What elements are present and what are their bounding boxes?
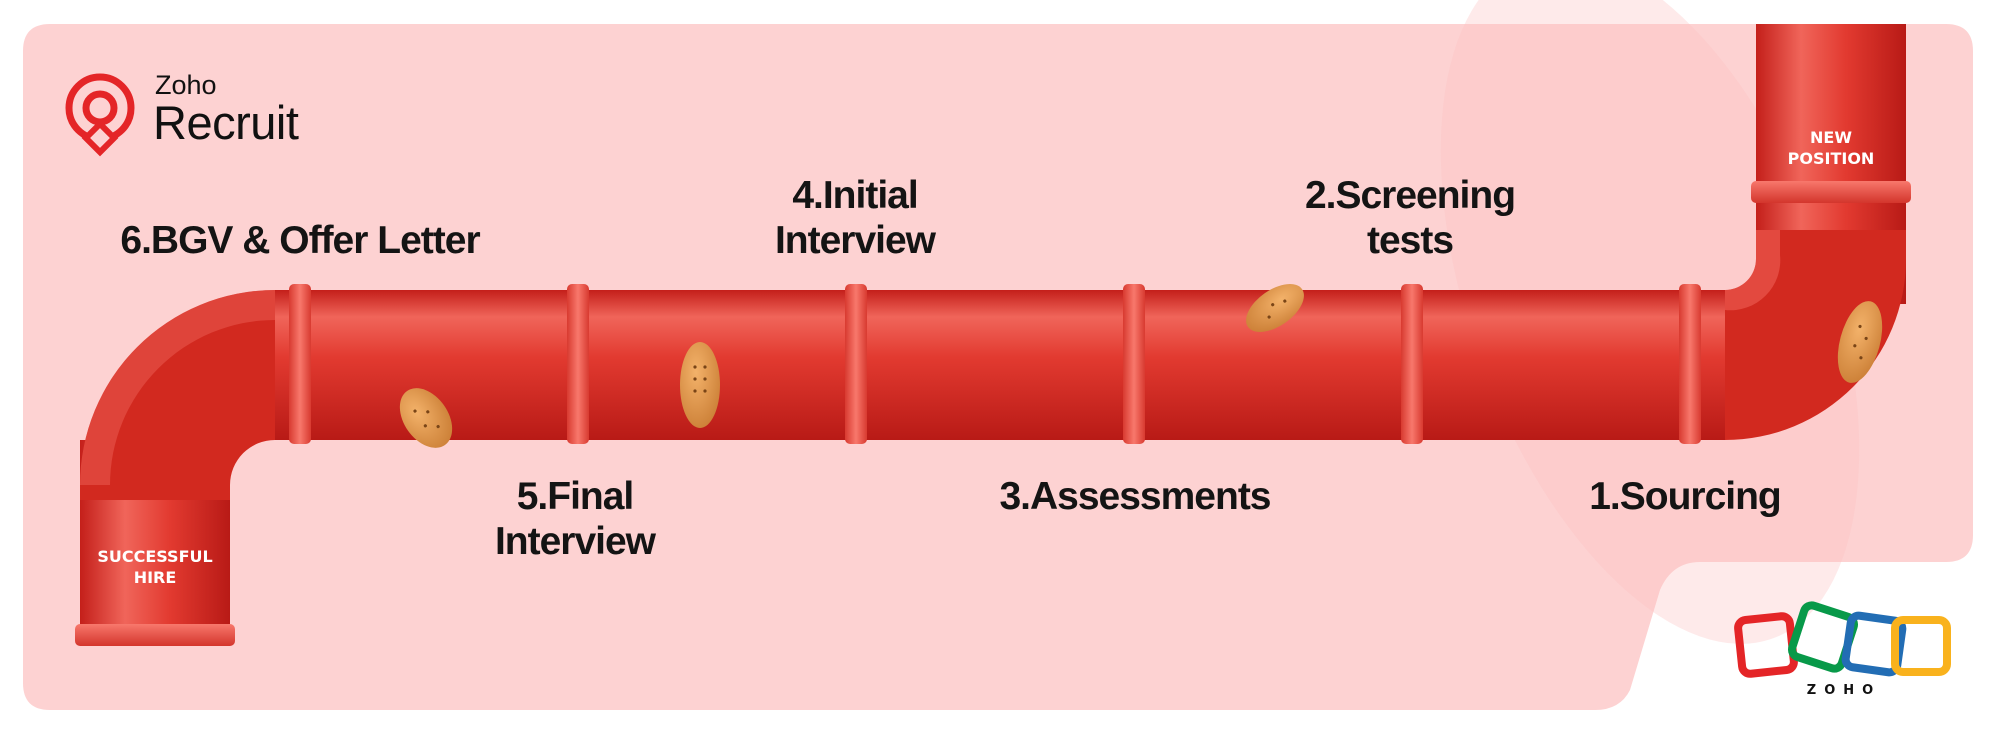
start-label-line-1: NEW xyxy=(1810,128,1852,147)
stage-5-line-2: Interview xyxy=(494,520,656,563)
zoho-square-yellow xyxy=(1891,616,1951,676)
pebbles xyxy=(399,284,1883,448)
stage-5-line-1: 5.Final xyxy=(516,475,635,518)
zoho-wordmark: ZOHO xyxy=(1806,683,1882,698)
recruit-logo-icon xyxy=(65,73,135,157)
end-label-line-1: SUCCESSFUL xyxy=(97,547,213,566)
brand-product: Recruit xyxy=(153,96,299,149)
end-label-line-2: HIRE xyxy=(133,568,177,587)
stage-6-line-1: 6.BGV & Offer Letter xyxy=(120,219,480,262)
start-label-line-2: POSITION xyxy=(1787,149,1875,168)
pipe-joints xyxy=(75,181,1911,646)
stage-1-line-1: 1.Sourcing xyxy=(1589,475,1782,518)
stage-4-line-1: 4.Initial xyxy=(792,174,918,217)
stage-6-label: 6.BGV & Offer Letter xyxy=(90,218,510,263)
zoho-square-blue xyxy=(1841,611,1907,677)
stage-2-line-1: 2.Screening xyxy=(1304,174,1516,217)
stage-3-label: 3.Assessments xyxy=(970,474,1300,519)
start-label: NEW POSITION xyxy=(1756,127,1906,169)
stage-4-line-2: Interview xyxy=(774,219,936,262)
brand: Zoho Recruit xyxy=(60,60,330,160)
stage-2-line-2: tests xyxy=(1366,219,1454,262)
brand-company: Zoho xyxy=(155,70,217,100)
zoho-logo xyxy=(1734,601,1951,678)
stage-3-line-1: 3.Assessments xyxy=(999,475,1271,518)
pipe xyxy=(80,24,1906,640)
end-label: SUCCESSFUL HIRE xyxy=(80,546,230,588)
stage-1-label: 1.Sourcing xyxy=(1550,474,1820,519)
